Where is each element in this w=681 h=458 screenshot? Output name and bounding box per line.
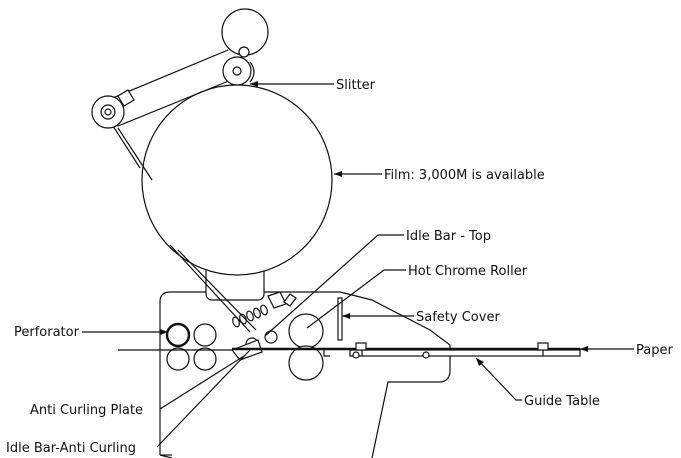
feed-roller-upper [193,323,217,347]
idle-bar-top-label: Idle Bar - Top [406,229,491,244]
hot-chrome-roller-label: Hot Chrome Roller [408,264,528,279]
safety-cover-label: Safety Cover [416,310,500,325]
film-roll [141,84,333,276]
idle-bar-anti-curling-leader [156,349,251,448]
film-arrowhead [334,171,342,177]
perforator-label: Perforator [14,325,80,340]
slitter-knob [238,46,250,58]
idle-bar-anti-curling-label: Idle Bar-Anti Curling [6,441,136,456]
pivot-hub-core [104,108,112,116]
perforator-roller [165,322,191,348]
pivot-hub [91,95,125,129]
guide-table-leader [475,357,522,401]
guide-table-slots [361,350,544,356]
perforator-arrowhead [160,329,168,335]
anti-curling-plate-label: Anti Curling Plate [30,403,143,418]
feed-roller-lower-left [166,347,190,371]
lower-pressure-roller [288,345,324,381]
guide-table-label: Guide Table [524,394,600,409]
guide-table-clip-right [537,342,549,351]
guide-table-arrowhead [476,358,484,366]
idle-bar-lever [267,291,287,309]
slitter-wheel [222,56,252,86]
idle-bar-lever-2 [283,293,297,307]
idle-bar-coil [232,304,268,328]
anti-curling-plate-leader [159,355,245,410]
guide-table-clip-left [355,342,367,351]
safety-cover-arrowhead [342,313,350,319]
safety-cover [337,297,343,341]
idle-bar-top-leader [264,234,404,337]
idle-bar-top [264,330,278,344]
slitter-label: Slitter [336,78,376,93]
feed-roller-lower-right [193,347,217,371]
safety-cover-bracket [323,350,330,357]
slitter-arrowhead [250,81,258,87]
guide-table-knob-mid [422,351,430,359]
film-label: Film: 3,000M is available [384,168,545,183]
slitter-hub [232,66,242,76]
pivot-hub-inner [100,104,116,120]
guide-table-knob-left [352,351,360,359]
paper-label: Paper [636,343,673,358]
pivot-bracket [117,89,135,107]
paper-arrowhead [580,346,588,352]
guide-table [349,349,581,357]
slitter-bracket [249,61,255,83]
hot-chrome-roller-leader [306,269,406,329]
